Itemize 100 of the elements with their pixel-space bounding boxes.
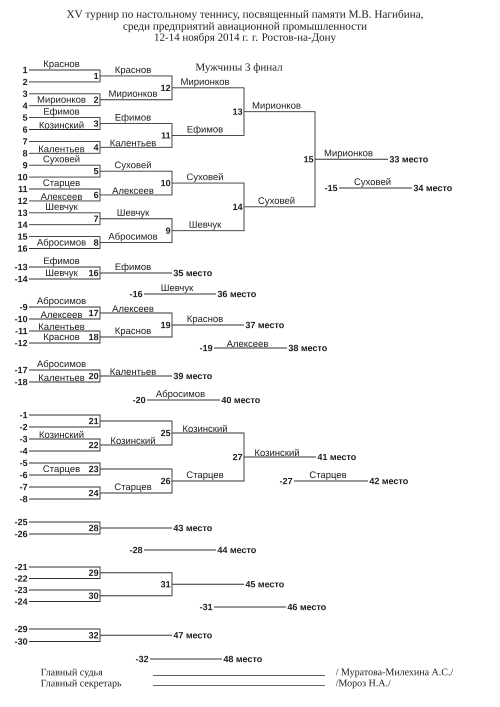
entry-number: -15 — [324, 184, 338, 192]
title: XV турнир по настольному теннису, посвященный памяти М.В. Нагибина, среди предприятий авиационной промышленности — [66, 10, 423, 32]
bracket-line — [28, 438, 100, 446]
match-number: 6 — [94, 192, 98, 198]
place-label: 45 место — [246, 581, 284, 588]
match-number: 17 — [89, 310, 98, 316]
bracket-line — [28, 117, 100, 124]
bracket-line — [28, 370, 100, 376]
player-name: Краснов — [116, 66, 151, 75]
player-name: Абросимов — [36, 297, 86, 306]
bracket-line — [100, 135, 172, 148]
bracket-line — [100, 480, 172, 494]
place-label: 37 место — [246, 322, 284, 328]
place-label: 40 место — [222, 396, 260, 404]
player-name: Старцев — [114, 483, 152, 492]
bracket-line — [28, 312, 100, 320]
match-number: 7 — [94, 216, 98, 222]
bracket-line — [28, 528, 100, 534]
player-name: Суховей — [114, 161, 151, 170]
player-name: Калентьев — [110, 140, 156, 146]
match-number: 23 — [88, 466, 98, 472]
match-number: 29 — [88, 570, 98, 576]
entry-number: 5 — [22, 114, 28, 121]
match-number: 26 — [160, 478, 170, 484]
player-name: Краснов — [44, 334, 80, 342]
place-label: 47 место — [174, 632, 212, 638]
bracket-line — [100, 432, 172, 446]
place-label: 34 место — [414, 184, 452, 192]
bracket-line — [28, 170, 100, 178]
player-name: Ефимов — [44, 108, 80, 117]
player-name: Козинский — [111, 436, 155, 444]
player-name: Суховей — [258, 196, 294, 206]
bracket-line — [28, 140, 100, 148]
bracket-line — [100, 312, 172, 326]
player-name: Абросимов — [36, 238, 86, 248]
entry-number: -25 — [14, 518, 28, 526]
player-name: Алексеев — [40, 193, 82, 200]
match-number: 15 — [304, 156, 314, 162]
entry-number: -26 — [14, 530, 28, 538]
bracket-line — [28, 272, 100, 280]
bracket-line — [100, 324, 172, 338]
match-number: 18 — [89, 334, 98, 340]
bracket-line — [100, 468, 172, 482]
player-name: Алексеев — [226, 340, 268, 347]
entry-number: -23 — [14, 586, 28, 594]
match-number: 5 — [94, 168, 98, 174]
bracket-line — [294, 480, 368, 482]
bracket-line — [100, 76, 172, 88]
player-name: Калентьев — [110, 368, 156, 375]
entry-number: -27 — [280, 478, 292, 484]
match-number: 9 — [166, 227, 170, 234]
bracket-line — [100, 584, 172, 596]
signer-name: / Муратова-Милехина А.С./ — [336, 668, 454, 678]
player-name: Шевчук — [118, 209, 150, 218]
bracket-line — [244, 111, 316, 160]
player-name: Мирионков — [252, 102, 301, 111]
entry-number: -14 — [14, 276, 28, 282]
player-name: Ефимов — [116, 263, 151, 272]
bracket-line — [172, 87, 244, 112]
bracket-line — [28, 194, 100, 202]
bracket-line — [28, 444, 100, 452]
match-number: 16 — [89, 270, 98, 276]
match-number: 3 — [94, 120, 98, 127]
bracket-line — [100, 123, 172, 136]
match-number: 10 — [161, 180, 170, 186]
match-number: 28 — [88, 524, 98, 532]
entry-number: -19 — [200, 344, 212, 352]
bracket-line — [28, 330, 100, 338]
entry-number: -3 — [20, 436, 28, 442]
player-name: Алексеев — [40, 311, 82, 318]
entry-number: 8 — [22, 150, 28, 156]
bracket-line — [28, 242, 100, 249]
place-label: 33 место — [390, 156, 428, 162]
player-name: Мирионков — [324, 150, 373, 158]
match-number: 21 — [88, 418, 98, 424]
bracket-line — [28, 634, 100, 642]
entry-number: -32 — [136, 656, 148, 662]
entry-number: -6 — [20, 472, 28, 478]
bracket-line — [28, 266, 100, 274]
player-name: Мирионков — [109, 90, 158, 99]
match-number: 24 — [88, 490, 99, 496]
bracket-line — [214, 606, 286, 608]
match-number: 11 — [162, 132, 170, 139]
bracket-line — [28, 462, 100, 470]
bracket-line — [172, 206, 244, 232]
player-name: Козинский — [255, 448, 299, 456]
bracket-line — [100, 87, 172, 100]
match-number: 4 — [94, 144, 99, 150]
bracket-line — [28, 572, 100, 579]
bracket-line — [314, 158, 388, 160]
bracket-line — [100, 182, 172, 196]
entry-number: -18 — [14, 378, 28, 386]
match-number: 25 — [160, 430, 170, 436]
entry-number: -4 — [20, 448, 28, 454]
match-number: 22 — [88, 442, 98, 448]
entry-number: -7 — [20, 484, 28, 490]
bracket-line — [28, 595, 100, 602]
bracket-line — [28, 146, 100, 154]
place-label: 43 место — [174, 524, 212, 532]
entry-number: -29 — [14, 626, 28, 632]
